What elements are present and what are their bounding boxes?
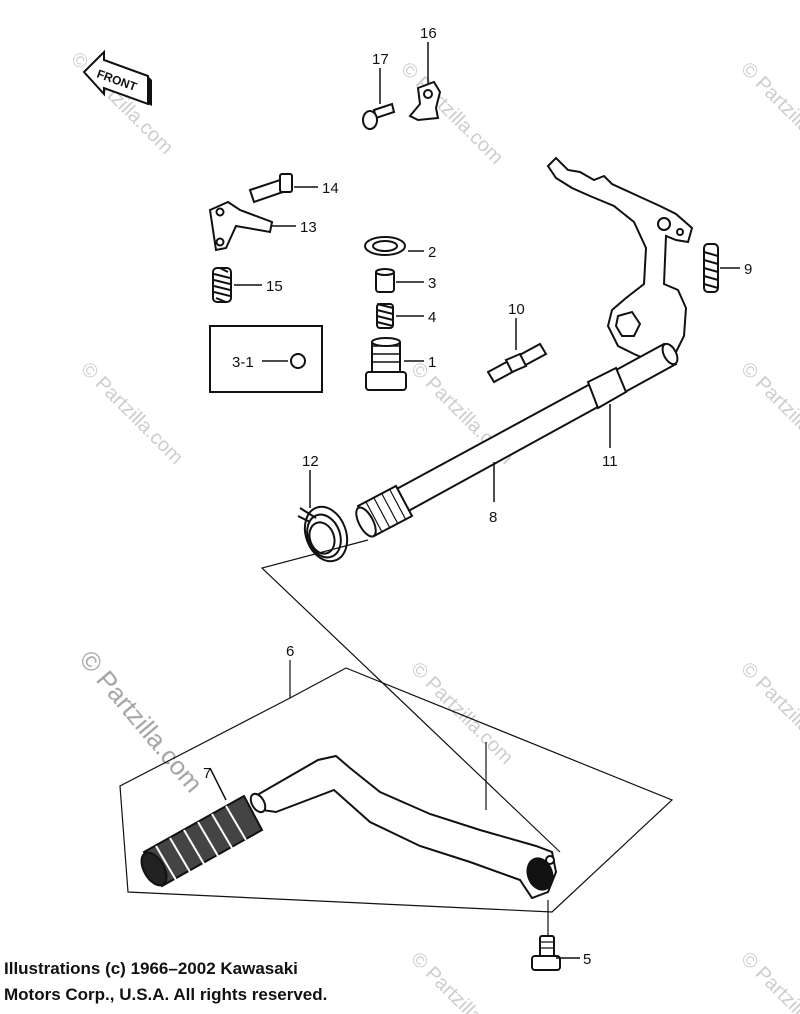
callout-4: 4 [428,309,436,326]
assembly-guide-lines [119,539,674,938]
callout-16: 16 [420,25,437,42]
part-9-spring [703,243,719,293]
callout-2: 2 [428,244,436,261]
part-15-spring [212,267,232,303]
watermark-text: © Partzilla.com [736,358,800,469]
part-1-plug [365,337,407,391]
part-14-bolt [248,173,293,204]
watermark-text: © Partzilla.com [76,358,187,469]
callout-7: 7 [203,765,211,782]
part-4-spring [376,303,394,329]
callout-12: 12 [302,453,319,470]
part-16-bracket [408,80,442,122]
front-arrow: FRONT [82,49,152,106]
copyright-notice: Illustrations (c) 1966–2002 Kawasaki Mot… [4,956,424,1008]
callout-10: 10 [508,301,525,318]
watermark-text: © Partzilla.com [736,948,800,1014]
part-3-pin [375,268,395,293]
part-5-bolt [531,935,561,971]
callout-14: 14 [322,180,339,197]
callout-15: 15 [266,278,283,295]
part-13-lever [208,200,274,252]
copyright-line-2: Motors Corp., U.S.A. All rights reserved… [4,985,328,1004]
callout-6: 6 [286,643,294,660]
watermark-text: © Partzilla.com [736,58,800,169]
part-6-shift-pedal [249,754,558,900]
callout-labels: 16 17 14 13 15 3-1 2 3 4 1 10 9 11 8 12 … [203,25,752,968]
callout-8: 8 [489,509,497,526]
callout-1: 1 [428,354,436,371]
shaft-spline-end [355,484,414,538]
callout-3-1: 3-1 [232,354,254,371]
callout-11: 11 [602,453,618,470]
shift-arm-assembly [546,156,694,361]
part-2-oring [364,236,406,256]
part-12-return-spring [297,505,349,563]
watermark-text: © Partzilla.com [736,658,800,769]
callout-17: 17 [372,51,389,68]
part-3-1-box [209,325,323,393]
callout-9: 9 [744,261,752,278]
part-17-bolt [362,102,396,130]
callout-13: 13 [300,219,317,236]
copyright-line-1: Illustrations (c) 1966–2002 Kawasaki [4,959,298,978]
part-7-pedal-rubber [140,794,264,888]
part-10-stud-bolt [486,342,548,384]
watermark-text: © Partzilla.com [406,658,517,769]
callout-3: 3 [428,275,436,292]
callout-5: 5 [583,951,591,968]
watermark-text: © Partzilla.com [66,48,177,159]
